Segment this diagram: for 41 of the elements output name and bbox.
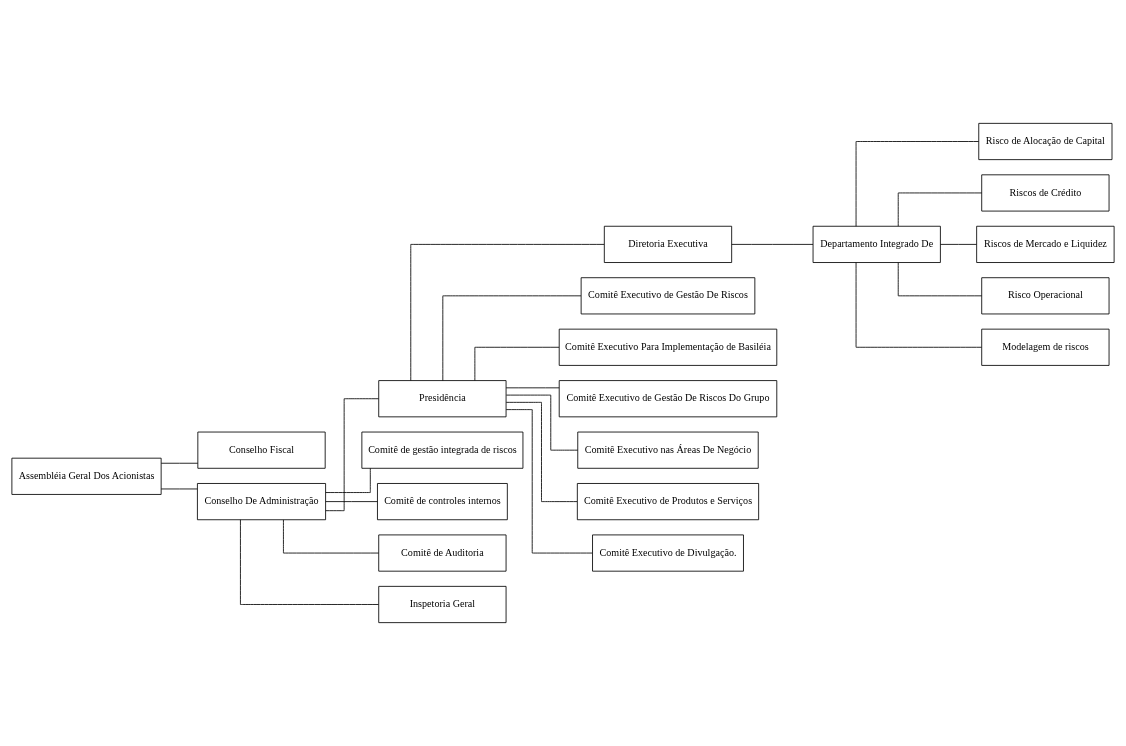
connector: [160, 488, 198, 490]
node-box: Comitê Executivo de Gestão De Riscos: [580, 277, 756, 315]
connector: [505, 394, 579, 451]
node-box: Comitê Executivo de Gestão De Riscos Do Grupo: [558, 380, 778, 418]
node-box: Comitê de gestão integrada de riscos: [361, 431, 524, 469]
connector: [325, 398, 379, 512]
node-box: Risco Operacional: [981, 277, 1110, 315]
node-box: Comitê de Auditoria: [378, 534, 507, 572]
connector: [474, 346, 560, 381]
connector: [240, 519, 379, 605]
connector: [325, 501, 378, 503]
node-box: Riscos de Mercado e Liquidez: [976, 225, 1115, 263]
node-box: Comitê Executivo de Produtos e Serviços: [576, 483, 760, 521]
node-box: Risco de Alocação de Capital: [978, 122, 1113, 161]
connector: [505, 409, 593, 554]
node-box: Riscos de Crédito: [981, 174, 1110, 212]
connector: [940, 243, 977, 245]
connector: [855, 262, 982, 348]
connector: [897, 192, 983, 227]
connector: [325, 467, 371, 493]
node-box: Departamento Integrado De: [812, 225, 941, 263]
node-box: Conselho De Administração: [197, 483, 327, 521]
connector: [442, 295, 582, 381]
connector: [731, 243, 814, 245]
connector: [505, 401, 578, 503]
node-box: Presidência: [378, 380, 507, 418]
node-box: Comitê Executivo nas Áreas De Negócio: [577, 431, 759, 469]
node-box: Comitê Executivo Para Implementação de Basiléia: [558, 328, 778, 366]
connector: [505, 387, 560, 389]
connector: [855, 141, 980, 227]
node-box: Diretoria Executiva: [603, 225, 733, 263]
connector: [410, 243, 605, 381]
node-box: Conselho Fiscal: [197, 431, 326, 469]
node-box: Modelagem de riscos: [981, 328, 1110, 366]
node-box: Assembléia Geral Dos Acionistas: [11, 457, 162, 495]
node-box: Comitê de controles internos: [377, 483, 508, 521]
node-box: Comitê Executivo de Divulgação.: [592, 534, 744, 572]
connector: [160, 462, 199, 464]
connector: [283, 519, 380, 554]
connector: [897, 262, 983, 297]
node-box: Inspetoria Geral: [378, 585, 507, 624]
